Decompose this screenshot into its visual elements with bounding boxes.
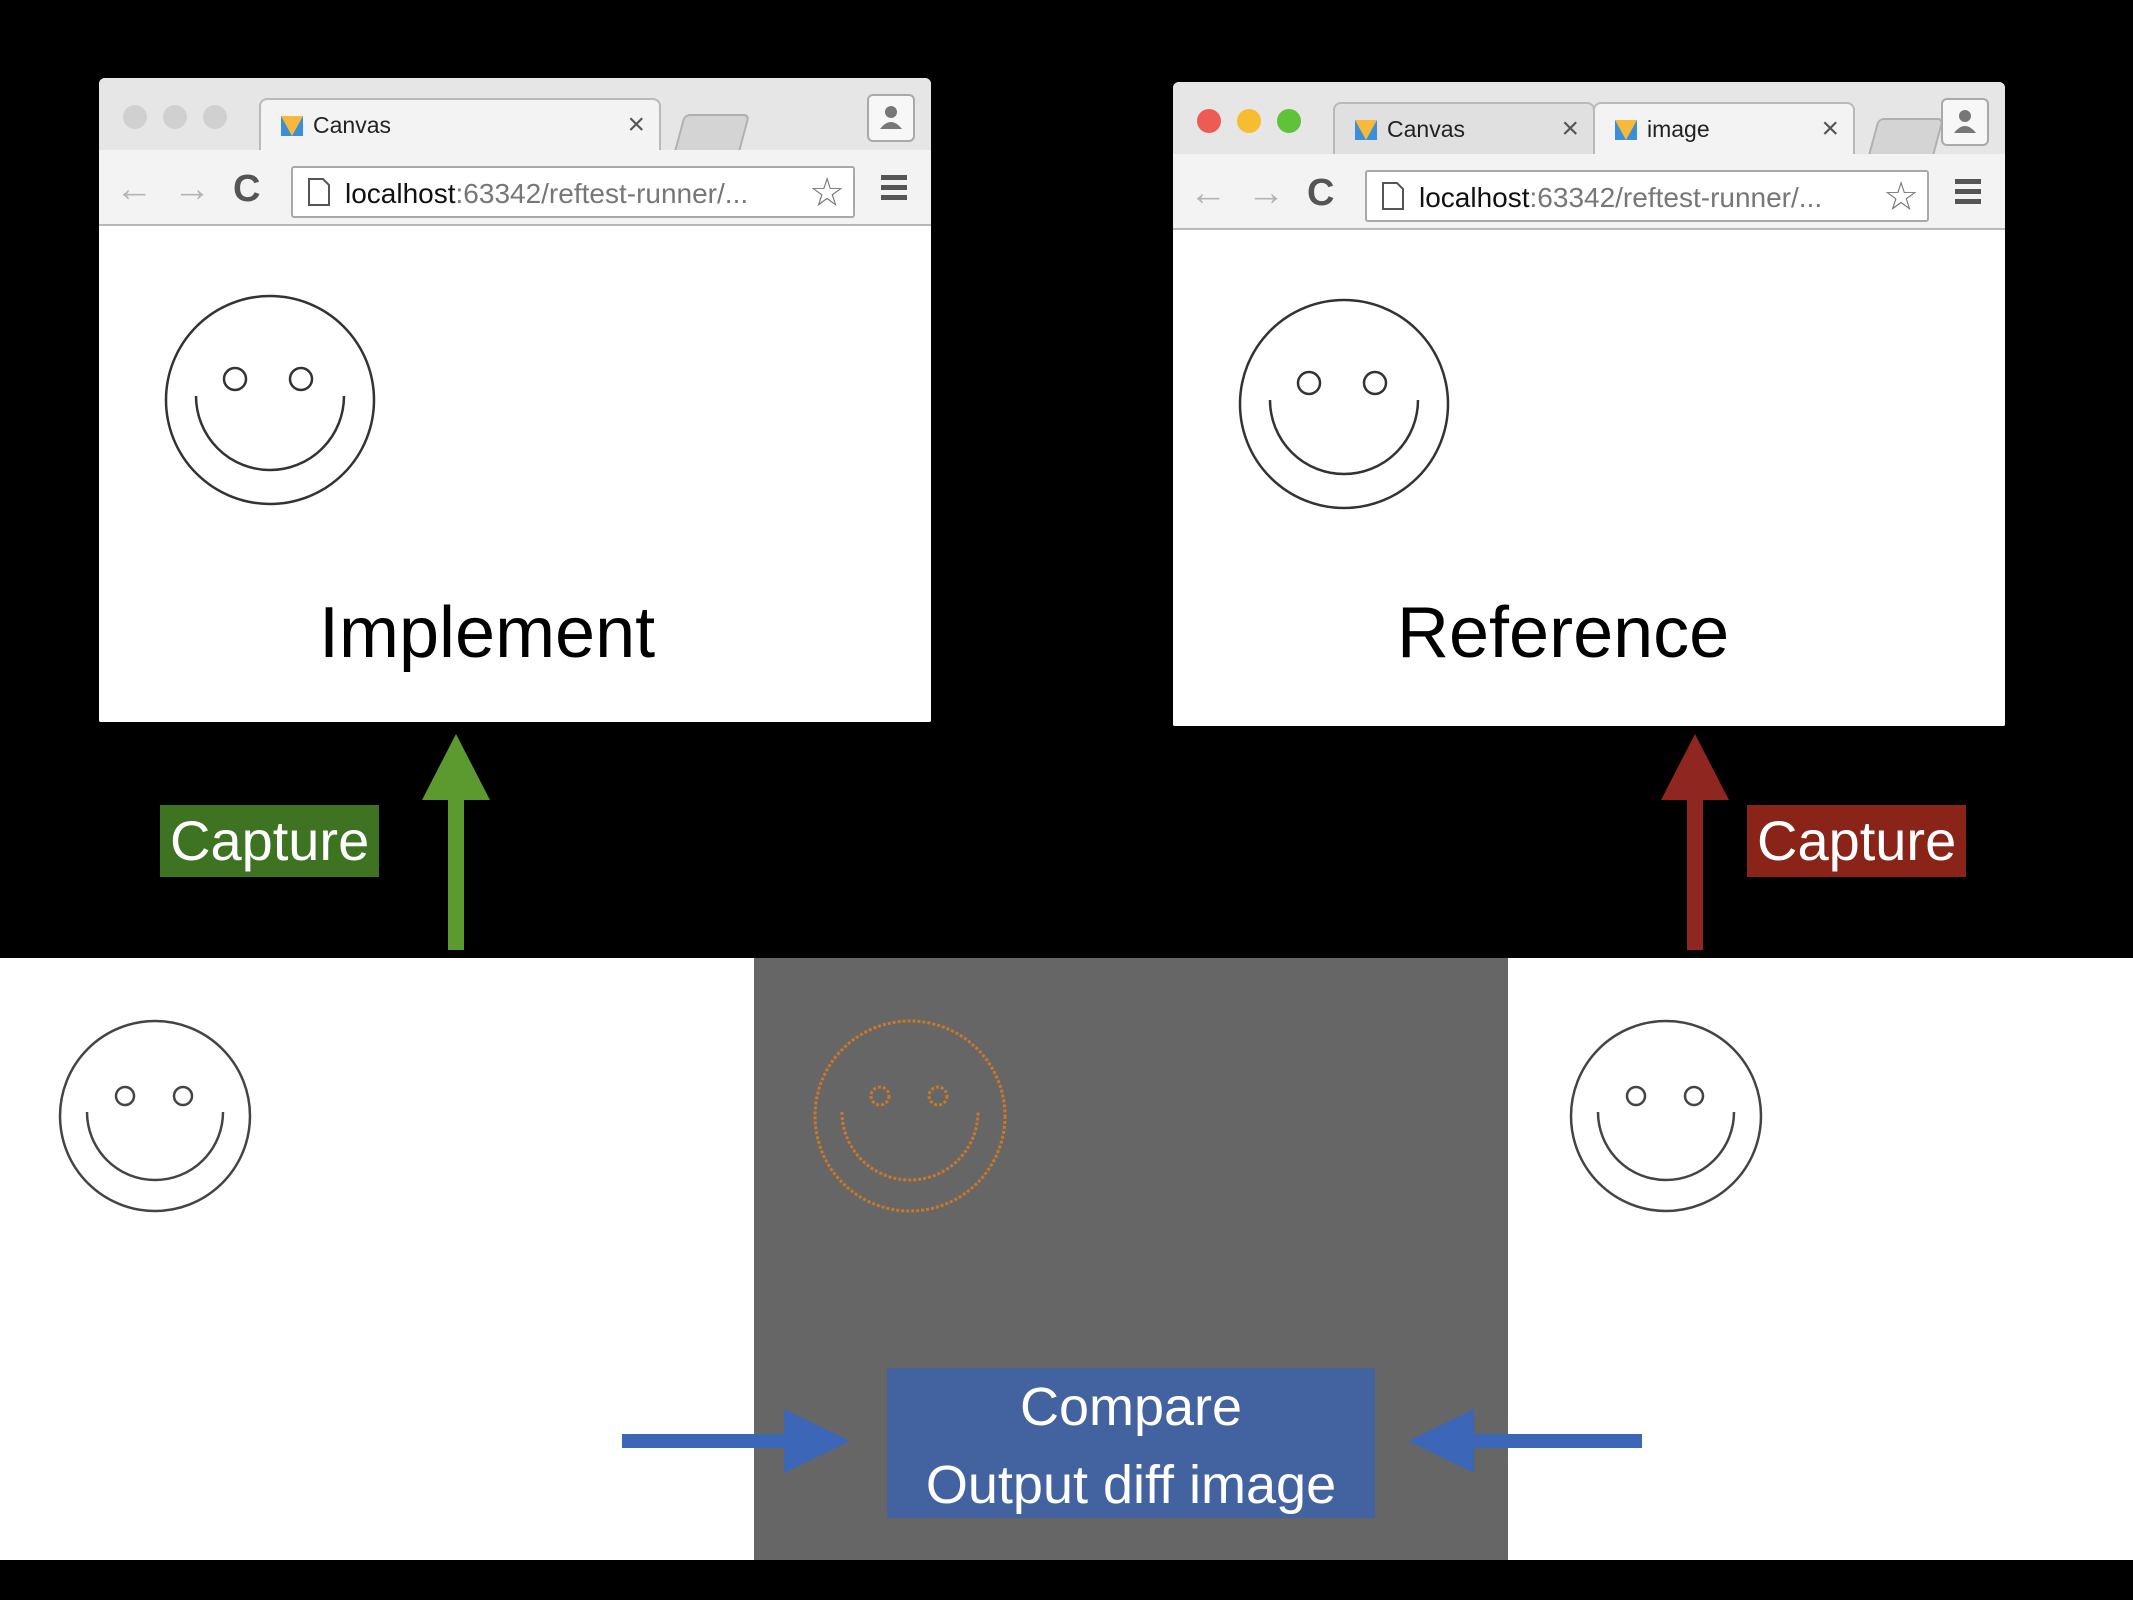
person-icon [880,106,902,129]
close-icon[interactable]: × [627,108,645,141]
forward-icon[interactable]: → [173,168,211,210]
tab-label: Canvas [1387,116,1465,142]
profile-button[interactable] [867,94,915,142]
webstorm-icon [1615,120,1637,140]
left-capture-label: Capture [160,805,380,877]
new-tab-button[interactable] [1867,118,1945,156]
back-icon[interactable]: ← [1189,172,1227,214]
back-icon[interactable]: ← [115,168,153,210]
output-diff-label: Output diff image [925,1455,1337,1515]
titlebar: Canvas × image × [1173,82,2005,156]
tab-canvas[interactable]: Canvas × [259,98,661,150]
tab-label: image [1647,116,1710,142]
compare-label: Compare [1019,1377,1243,1437]
webstorm-icon [1355,120,1377,140]
implement-caption: Implement [319,593,656,673]
implement-smiley-icon [58,1019,252,1213]
right-capture-label: Capture [1747,805,1967,877]
close-icon[interactable]: × [1561,112,1579,145]
compare-right-arrow [1408,1409,1642,1473]
compare-left-arrow [622,1409,850,1473]
zoom-window-button[interactable] [203,105,227,129]
new-tab-button[interactable] [673,114,751,152]
profile-button[interactable] [1941,98,1989,146]
page-content [99,226,931,722]
close-icon[interactable]: × [1821,112,1839,145]
page-icon [1382,182,1404,210]
reference-caption: Reference [1397,593,1730,673]
implement-image-panel [0,958,754,1560]
smiley-face-icon [164,294,376,506]
star-icon[interactable]: ☆ [809,171,845,215]
menu-icon[interactable] [1955,179,1981,209]
implement-browser-window: Canvas × ← → C localhost:63342/reftest-r… [99,78,931,722]
close-window-button[interactable] [123,105,147,129]
star-icon[interactable]: ☆ [1883,175,1919,219]
url-text: localhost:63342/reftest-runner/... [1419,182,1823,213]
page-icon [308,178,330,206]
reference-image-panel [1508,958,2133,1560]
compare-box: Compare Output diff image [887,1368,1375,1518]
reload-icon[interactable]: C [233,168,261,210]
zoom-window-button[interactable] [1277,109,1301,133]
reference-browser-window: Canvas × image × ← → C localhost:63342/r… [1173,82,2005,726]
minimize-window-button[interactable] [1237,109,1261,133]
minimize-window-button[interactable] [163,105,187,129]
titlebar: Canvas × [99,78,931,152]
menu-icon[interactable] [881,175,907,205]
smiley-face-icon [1238,298,1450,510]
reference-smiley-icon [1569,1019,1763,1213]
url-text: localhost:63342/reftest-runner/... [345,178,749,209]
tab-image[interactable]: image × [1593,102,1855,154]
close-window-button[interactable] [1197,109,1221,133]
webstorm-icon [281,116,303,136]
reload-icon[interactable]: C [1307,172,1335,214]
address-bar[interactable]: localhost:63342/reftest-runner/... ☆ [1365,170,1929,222]
forward-icon[interactable]: → [1247,172,1285,214]
page-content [1173,230,2005,726]
right-capture-arrow [1661,734,1729,950]
diff-smiley-icon [813,1019,1007,1213]
address-bar[interactable]: localhost:63342/reftest-runner/... ☆ [291,166,855,218]
tab-canvas[interactable]: Canvas × [1333,102,1595,154]
person-icon [1954,110,1976,133]
tab-label: Canvas [313,112,391,138]
left-capture-arrow [422,734,490,950]
